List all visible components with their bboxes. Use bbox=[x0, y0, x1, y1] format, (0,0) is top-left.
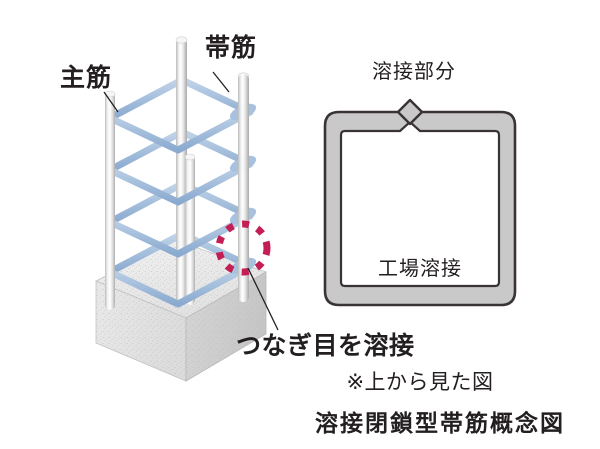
weld-joint-callout-circle bbox=[215, 220, 271, 276]
diagram-caption: 溶接閉鎖型帯筋概念図 bbox=[315, 411, 565, 436]
label-main-rebar: 主筋 bbox=[60, 65, 113, 92]
weld-joint-leader-line bbox=[247, 267, 279, 331]
rebar-cage bbox=[104, 36, 257, 310]
hoop-rebar-leader-line bbox=[212, 71, 230, 93]
rebar-vertical-front-left bbox=[104, 90, 116, 310]
label-weld-part: 溶接部分 bbox=[372, 61, 456, 83]
label-top-view-note: ※上から見た図 bbox=[346, 371, 494, 394]
welded-hoop-panel: 工場溶接 ※上から見た図 bbox=[322, 108, 518, 394]
rebar-vertical-back-left bbox=[175, 36, 188, 306]
rebar-vertical-inner-short bbox=[184, 153, 196, 305]
label-weld-joint-callout: つなぎ目を溶接 bbox=[236, 333, 415, 360]
hoop-set-front bbox=[106, 108, 254, 308]
welded-hoop-frame bbox=[323, 98, 517, 307]
label-factory-weld: 工場溶接 bbox=[378, 258, 462, 280]
rebar-vertical-right-overlay bbox=[238, 74, 249, 302]
label-hoop-rebar: 帯筋 bbox=[205, 35, 258, 62]
main-rebar-leader-line bbox=[103, 91, 119, 113]
